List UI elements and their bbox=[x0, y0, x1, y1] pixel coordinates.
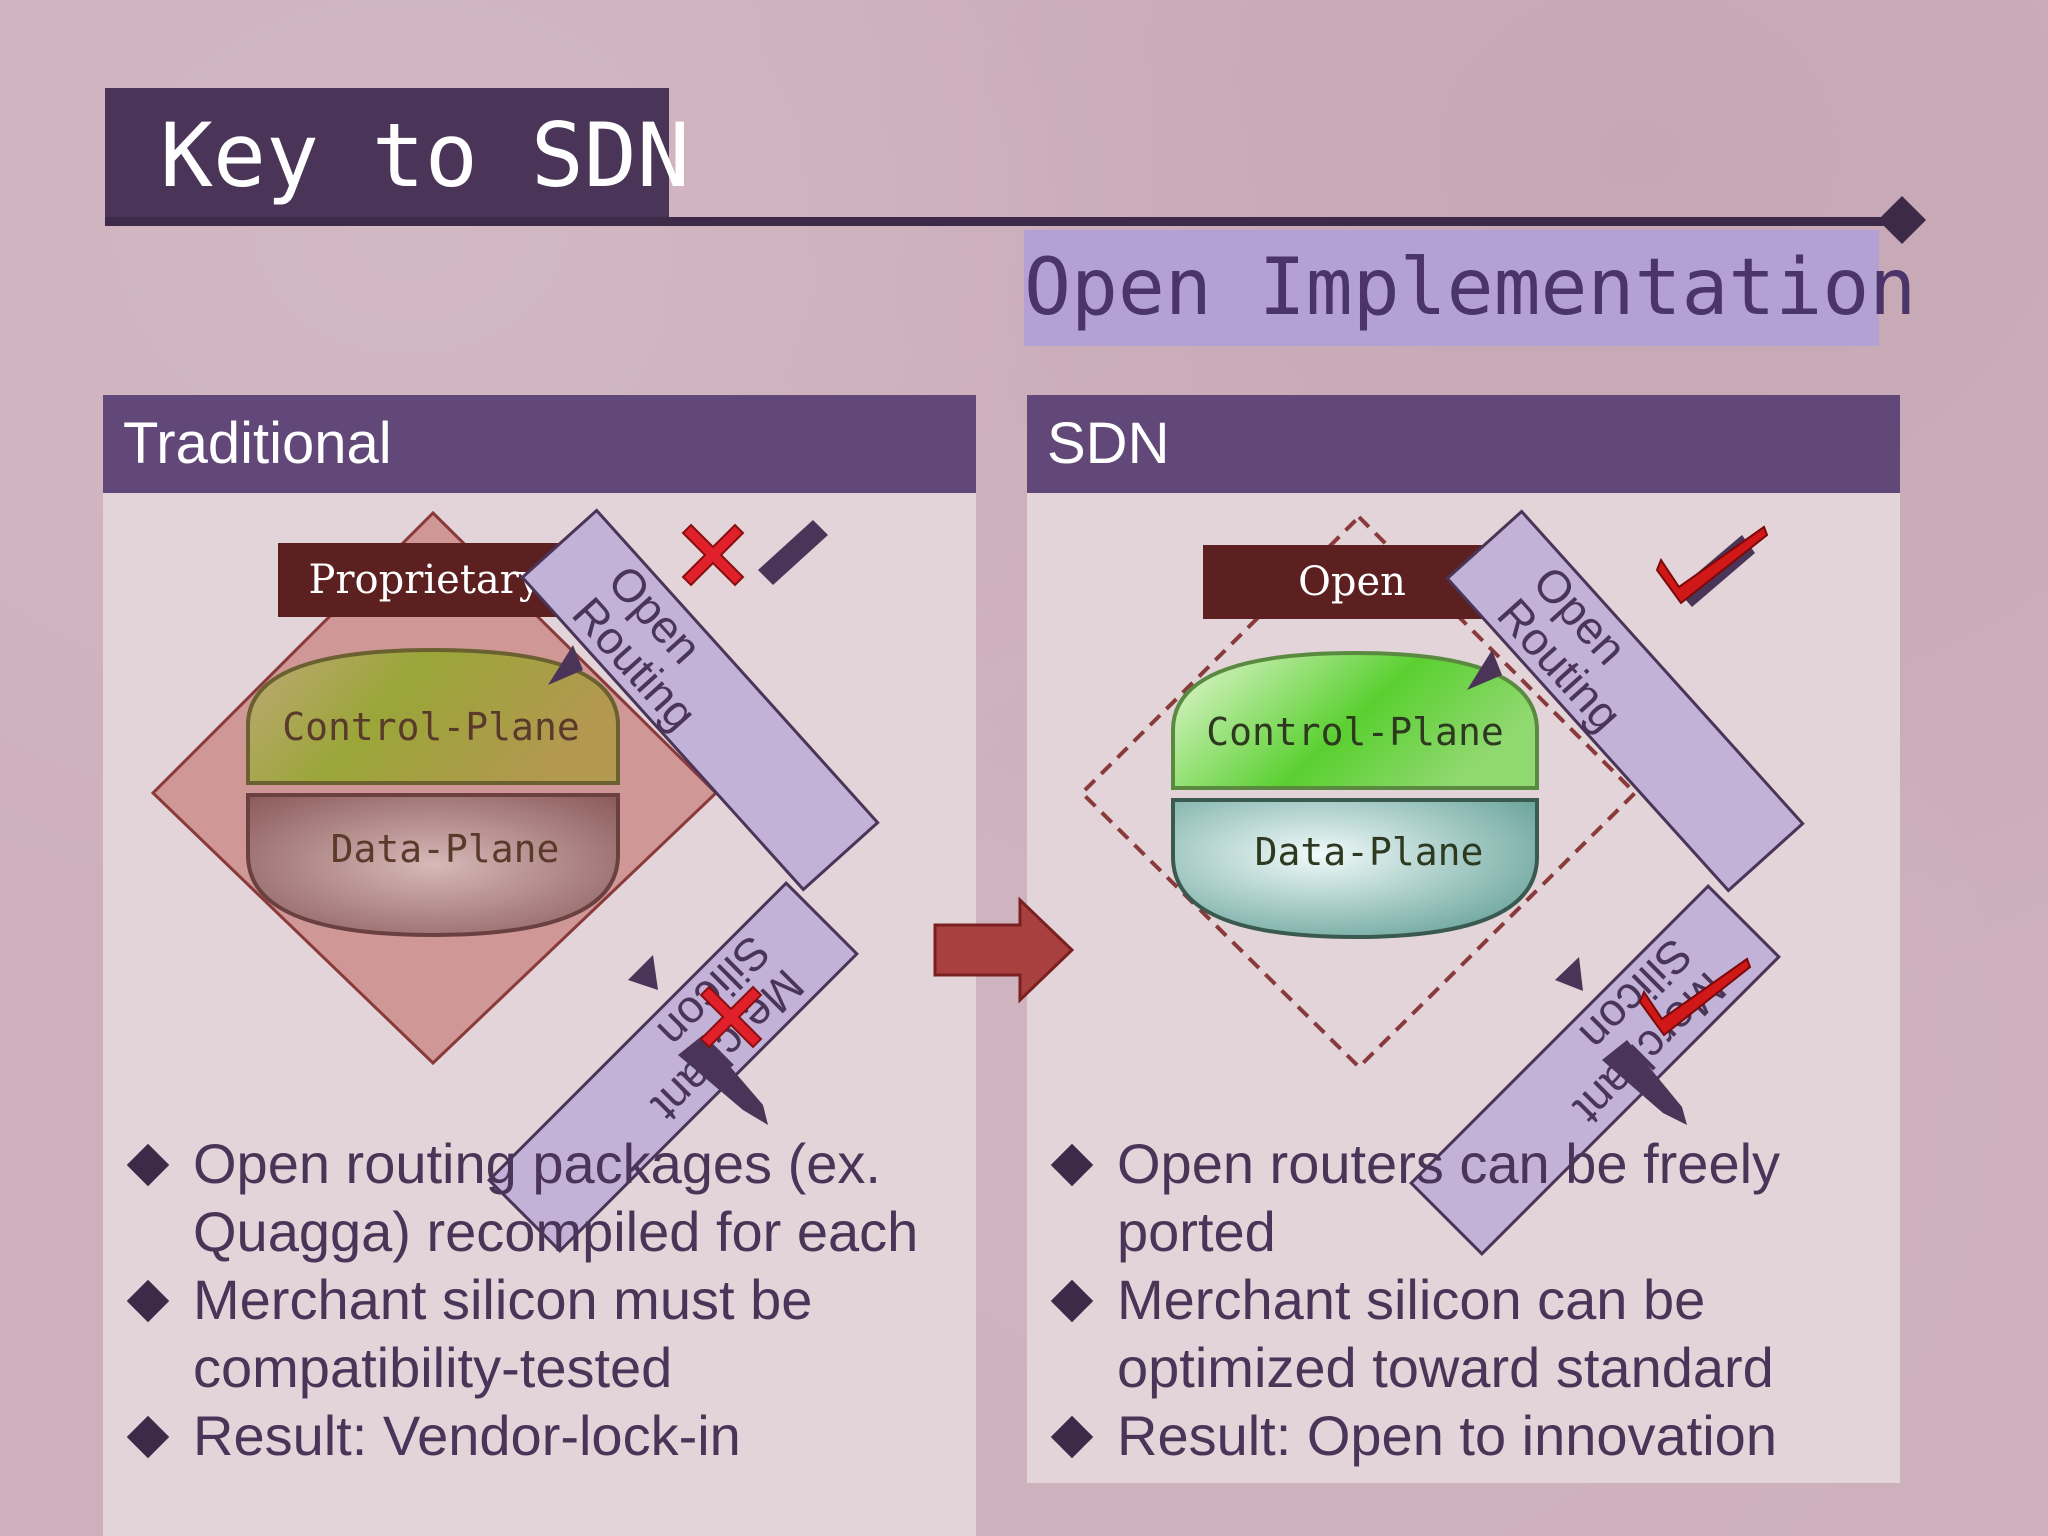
bullet-item: Open routers can be freely ported bbox=[1047, 1130, 1887, 1266]
sdn-arrow-into-bar bbox=[1467, 650, 1502, 690]
sdn-badge-label: Open bbox=[1298, 559, 1406, 605]
traditional-arrow-top bbox=[758, 520, 828, 585]
sdn-panel-header: SDN bbox=[1027, 395, 1900, 493]
sdn-panel: SDN Control-Plane Data-Plane Open O bbox=[1027, 395, 1900, 1483]
sdn-data-plane bbox=[1171, 798, 1539, 940]
traditional-diamond bbox=[150, 510, 719, 1066]
slide-title: Key to SDN bbox=[160, 104, 690, 207]
traditional-panel-title: Traditional bbox=[123, 411, 392, 476]
traditional-panel: Traditional Control-Plane Data-Plane Pro… bbox=[103, 395, 976, 1536]
sdn-bullets: Open routers can be freely ported Mercha… bbox=[1047, 1130, 1887, 1470]
bullet-item: Merchant silicon must be compatibility-t… bbox=[123, 1266, 963, 1402]
traditional-diagram: Control-Plane Data-Plane Proprietary Ope… bbox=[150, 508, 880, 1253]
traditional-data-plane bbox=[246, 793, 620, 938]
check-icon bbox=[1655, 525, 1769, 605]
bullet-item: Open routing packages (ex. Quagga) recom… bbox=[123, 1130, 963, 1266]
bullet-diamond-icon bbox=[126, 1143, 170, 1187]
bullet-item: Result: Vendor-lock-in bbox=[123, 1402, 963, 1470]
sdn-badge-bg bbox=[1203, 545, 1493, 619]
bullet-diamond-icon bbox=[126, 1415, 170, 1459]
bullet-diamond-icon bbox=[1050, 1415, 1094, 1459]
transition-arrow-icon bbox=[933, 896, 1075, 1004]
sdn-diagram: Control-Plane Data-Plane Open Open Routi… bbox=[1079, 509, 1805, 1256]
traditional-badge-label: Proprietary bbox=[309, 557, 542, 603]
sdn-panel-title: SDN bbox=[1047, 411, 1170, 476]
sdn-control-plane-label: Control-Plane bbox=[1206, 710, 1503, 754]
check-icon bbox=[1638, 957, 1752, 1037]
traditional-arrow-into-bar bbox=[548, 645, 583, 685]
traditional-control-plane-label: Control-Plane bbox=[282, 705, 579, 749]
bullet-diamond-icon bbox=[1050, 1279, 1094, 1323]
traditional-badge-bg bbox=[278, 543, 568, 617]
sdn-diamond bbox=[1079, 514, 1638, 1070]
slide-subtitle: Open Implementation bbox=[1024, 243, 1917, 333]
cross-icon bbox=[681, 523, 745, 587]
bullet-item: Result: Open to innovation bbox=[1047, 1402, 1887, 1470]
bullet-diamond-icon bbox=[1050, 1143, 1094, 1187]
title-box bbox=[105, 88, 669, 218]
traditional-bullets: Open routing packages (ex. Quagga) recom… bbox=[123, 1130, 963, 1470]
traditional-arrow-bottom bbox=[628, 955, 658, 990]
bullet-diamond-icon bbox=[126, 1279, 170, 1323]
traditional-control-plane bbox=[246, 647, 620, 785]
cross-icon bbox=[699, 985, 763, 1049]
sdn-arrow-bottom bbox=[1555, 957, 1583, 991]
title-rule bbox=[105, 217, 1905, 226]
traditional-data-plane-label: Data-Plane bbox=[331, 827, 560, 871]
sdn-control-plane bbox=[1171, 650, 1539, 790]
sdn-data-plane-label: Data-Plane bbox=[1255, 830, 1484, 874]
traditional-panel-header: Traditional bbox=[103, 395, 976, 493]
subtitle-box bbox=[1024, 230, 1879, 346]
bullet-item: Merchant silicon can be optimized toward… bbox=[1047, 1266, 1887, 1402]
traditional-arrow-bottom-lower bbox=[678, 1035, 768, 1125]
sdn-arrow-bottom-lower bbox=[1602, 1040, 1687, 1125]
